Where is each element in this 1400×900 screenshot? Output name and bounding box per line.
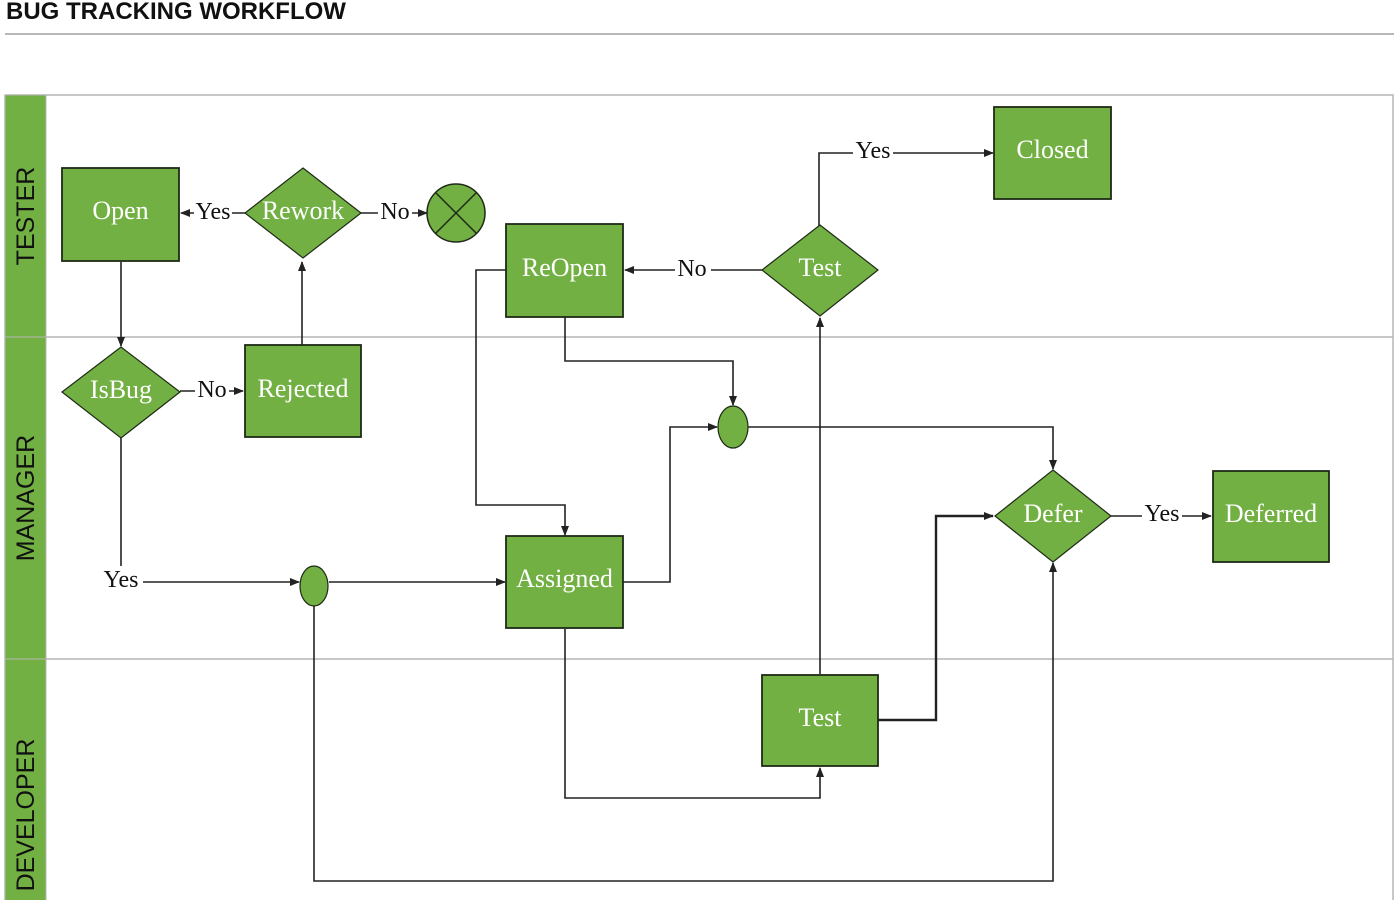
edge-testtask-defer (878, 512, 994, 722)
node-label: Assigned (516, 564, 613, 593)
edge-label-text: Yes (196, 199, 231, 225)
node-label: ReOpen (522, 253, 607, 282)
node-label: Defer (1023, 499, 1083, 528)
lane-label-developer: DEVELOPER (12, 739, 40, 892)
decision-diamond (61, 346, 181, 439)
lane-header-developer (4, 658, 47, 900)
node-label: Rejected (258, 374, 349, 403)
node-test-decision[interactable]: Test (761, 224, 879, 317)
node-isbug[interactable]: IsBug (61, 346, 181, 439)
edge-labels: Yes No Yes No No Yes Yes (101, 138, 1182, 594)
edge-label-defer-deferred: Yes (1142, 500, 1182, 528)
node-reopen[interactable]: ReOpen (505, 223, 624, 318)
node-label: Closed (1016, 135, 1088, 164)
edge-label-rework-open: Yes (194, 198, 232, 226)
process-box (61, 167, 180, 262)
edge-label-rework-end: No (378, 198, 412, 226)
node-open[interactable]: Open (61, 167, 180, 262)
title-divider (5, 33, 1394, 35)
lane-label-manager: MANAGER (12, 435, 40, 561)
terminator-x-icon[interactable] (426, 183, 486, 243)
edge-isbug-junction (120, 438, 300, 586)
edge-label-isbug-junction: Yes (101, 566, 143, 594)
edge-assigned-junction (623, 423, 718, 583)
node-label: Open (92, 196, 148, 225)
edge-label-text: Yes (856, 138, 891, 164)
edge-reopen-assigned (475, 269, 569, 536)
decision-diamond (761, 224, 879, 317)
edge-label-isbug-rejected: No (195, 376, 229, 404)
process-box (1212, 470, 1330, 563)
node-label: Test (799, 703, 843, 732)
decision-diamond (994, 469, 1112, 563)
node-deferred[interactable]: Deferred (1212, 470, 1330, 563)
process-box (244, 344, 362, 438)
edge-label-text: No (197, 377, 226, 403)
node-rejected[interactable]: Rejected (244, 344, 362, 438)
terminator-cross-b (434, 191, 478, 235)
node-rework[interactable]: Rework (244, 167, 362, 259)
lane-header-tester (4, 94, 47, 338)
edge-reopen-junction (564, 317, 737, 406)
process-box (993, 106, 1112, 200)
edge-junction-defer-upper (748, 426, 1057, 470)
process-box (505, 535, 624, 629)
junction-ellipse (717, 405, 749, 449)
edge-label-text: Yes (104, 567, 139, 593)
swimlane-frame: TESTER MANAGER DEVELOPER (4, 94, 1394, 900)
process-box (761, 674, 879, 767)
edge-test-closed (818, 149, 994, 226)
edge-label-text: No (380, 199, 409, 225)
node-test-task[interactable]: Test (761, 674, 879, 767)
node-defer[interactable]: Defer (994, 469, 1112, 563)
nodes: Open Rework ReOpen Test Closed (61, 106, 1330, 767)
edge-label-test-reopen: No (675, 255, 711, 283)
edge-junction-defer (313, 562, 1057, 882)
node-label: Test (799, 253, 843, 282)
lane-label-tester: TESTER (12, 167, 40, 266)
edge-label-text: No (677, 256, 706, 282)
page-title: BUG TRACKING WORKFLOW (6, 0, 346, 25)
edge-label-text: Yes (1145, 501, 1180, 527)
lane-header-manager (4, 336, 47, 660)
edge-label-test-closed: Yes (853, 138, 893, 166)
connectors (117, 149, 1212, 882)
junction-lower[interactable] (299, 565, 329, 607)
decision-diamond (244, 167, 362, 259)
edge-assigned-test (564, 629, 824, 799)
junction-upper[interactable] (717, 405, 749, 449)
process-box (505, 223, 624, 318)
node-label: Rework (262, 196, 344, 225)
junction-ellipse (299, 565, 329, 607)
node-label: IsBug (90, 375, 152, 404)
node-label: Deferred (1225, 499, 1317, 528)
node-assigned[interactable]: Assigned (505, 535, 624, 629)
node-closed[interactable]: Closed (993, 106, 1112, 200)
